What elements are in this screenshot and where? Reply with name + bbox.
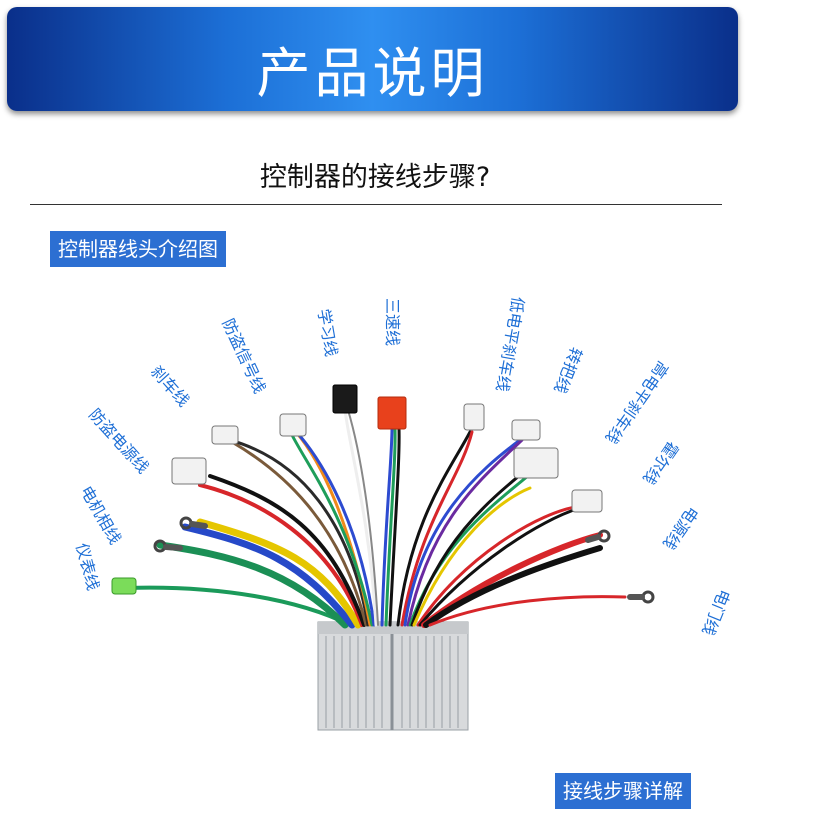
- label-door-lock-wire: 电门线: [698, 587, 734, 639]
- label-hall-wire: 霍尔线: [639, 438, 682, 488]
- wire-bundle: [123, 408, 627, 629]
- page-title: 产品说明: [256, 42, 489, 105]
- label-brake-wire: 刹车线: [147, 362, 193, 410]
- label-anti-theft-signal-wire: 防盗信号线: [218, 316, 269, 397]
- section-tag: 控制器线头介绍图: [50, 231, 226, 267]
- label-meter-wire: 仪表线: [72, 541, 103, 592]
- label-high-brake-wire: 高电平刹车线: [602, 358, 673, 448]
- label-learning-wire: 学习线: [314, 307, 341, 358]
- label-motor-phase-wire: 电机相线: [77, 483, 125, 548]
- connectors: [111, 384, 603, 595]
- label-three-speed-wire: 三速线: [383, 298, 402, 346]
- wiring-steps-button[interactable]: 接线步骤详解: [555, 773, 691, 809]
- label-anti-theft-power-wire: 防盗电源线: [85, 405, 153, 477]
- title-banner: 产品说明: [7, 7, 738, 111]
- label-power-wire: 电源线: [659, 503, 702, 553]
- label-assist-wire: 转把线: [550, 345, 586, 397]
- section-subtitle: 控制器的接线步骤?: [259, 162, 491, 193]
- controller-box: [317, 621, 469, 731]
- divider: [30, 204, 722, 205]
- label-low-brake-wire: 低电平刹车线: [492, 295, 527, 393]
